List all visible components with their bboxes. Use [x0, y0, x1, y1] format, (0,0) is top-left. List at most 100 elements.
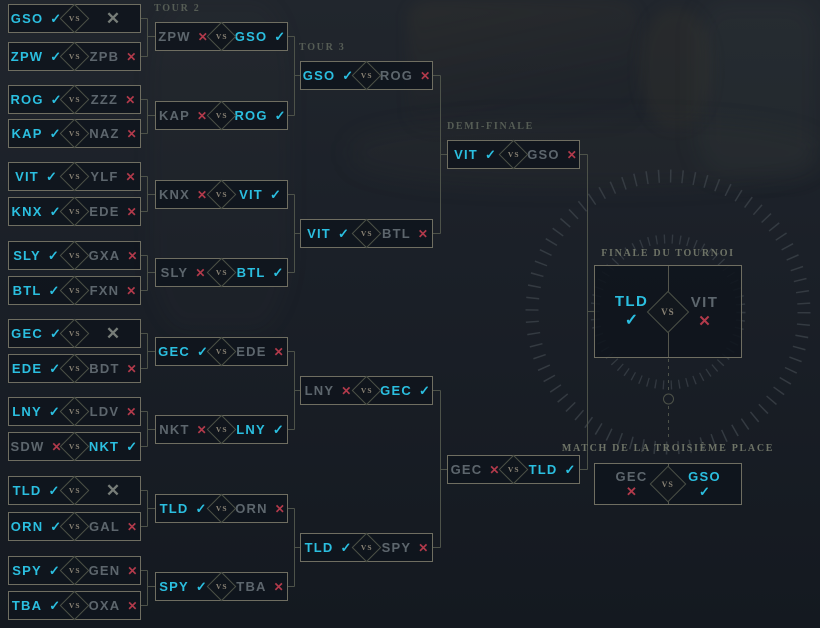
- team-name: VIT: [239, 187, 263, 202]
- loss-x-icon: ✕: [126, 519, 138, 534]
- team-name: TLD: [614, 293, 649, 310]
- team-slot-right: ✕: [86, 10, 140, 27]
- round1-match-1[interactable]: GSO✓VS✕: [8, 3, 141, 34]
- loss-x-icon: ✕: [125, 169, 136, 184]
- team-slot-right: ✕: [86, 482, 140, 499]
- connector-node-circle: [663, 393, 674, 405]
- team-slot-left: ORN✓: [9, 520, 63, 533]
- win-check-icon: ✓: [484, 147, 496, 162]
- team-name: KNX: [158, 187, 190, 202]
- win-check-icon: ✓: [48, 283, 60, 298]
- team-name: TLD: [12, 483, 42, 498]
- team-slot-left: TBA✓: [9, 599, 63, 612]
- team-slot-right: NAZ✕: [86, 127, 140, 140]
- loss-x-icon: ✕: [126, 49, 137, 64]
- team-name: GSO: [527, 147, 560, 162]
- team-name: KNX: [11, 204, 43, 219]
- team-slot-right: LDV✕: [86, 405, 140, 418]
- vs-label: VS: [68, 329, 81, 338]
- team-name: BDT: [89, 361, 120, 376]
- semifinal-label: DEMI-FINALE: [447, 121, 535, 132]
- team-name: YLF: [90, 169, 119, 184]
- team-slot-left: ZPW✓: [9, 50, 63, 63]
- team-name: SDW: [10, 439, 45, 454]
- team-slot-right: BTL✓: [233, 266, 287, 279]
- vs-diamond: VS: [59, 118, 90, 149]
- team-name: EDE: [11, 361, 43, 376]
- loss-x-icon: ✕: [127, 563, 138, 578]
- vs-diamond: VS: [351, 532, 382, 563]
- team-slot-left: KAP✓: [9, 127, 63, 140]
- team-slot-right: GEC✓: [378, 384, 432, 397]
- team-name: KAP: [11, 126, 43, 141]
- vs-diamond: VS: [59, 275, 90, 306]
- team-slot-right: NKT✓: [86, 440, 140, 453]
- win-check-icon: ✓: [269, 187, 281, 202]
- vs-diamond: VS: [59, 431, 90, 462]
- team-name: LDV: [89, 404, 120, 419]
- round1-match-9[interactable]: GEC✓VS✕: [8, 318, 141, 349]
- team-slot-left: NKT✕: [156, 423, 210, 436]
- final-match[interactable]: TLD ✓ VS VIT ✕: [594, 265, 742, 358]
- team-slot-right: EDE✕: [233, 345, 287, 358]
- team-slot-right: TLD✓: [525, 463, 579, 476]
- background-horizon-art: [350, 118, 820, 188]
- team-name: GEC: [380, 383, 412, 398]
- team-slot-left: SLY✓: [9, 249, 63, 262]
- loss-x-icon: ✕: [417, 226, 428, 241]
- team-slot-left: SPY✓: [9, 564, 63, 577]
- team-slot-left: TLD✓: [156, 502, 210, 515]
- loss-x-icon: ✕: [626, 484, 637, 499]
- team-slot-right: EDE✕: [86, 205, 140, 218]
- vs-diamond: VS: [206, 493, 237, 524]
- team-name: TLD: [159, 501, 189, 516]
- third-place-match[interactable]: GEC ✕ VS GSO ✓: [594, 463, 742, 505]
- win-check-icon: ✓: [47, 248, 59, 263]
- vs-label: VS: [68, 486, 81, 495]
- team-slot-left: LNY✕: [301, 384, 355, 397]
- round1-match-13[interactable]: TLD✓VS✕: [8, 475, 141, 506]
- vs-diamond: VS: [351, 218, 382, 249]
- team-name: GEC: [158, 344, 190, 359]
- team-name: ROG: [379, 68, 414, 83]
- team-slot-left: KAP✕: [156, 109, 210, 122]
- team-name: GEN: [88, 563, 121, 578]
- team-name: VIT: [307, 226, 331, 241]
- team-name: LNY: [304, 383, 335, 398]
- win-check-icon: ✓: [49, 361, 61, 376]
- loss-x-icon: ✕: [197, 29, 208, 44]
- team-name: BTL: [12, 283, 42, 298]
- team-name: ZPB: [89, 49, 120, 64]
- win-check-icon: ✓: [49, 326, 61, 341]
- team-name: BTL: [382, 226, 411, 241]
- win-check-icon: ✓: [699, 484, 710, 499]
- team-name: VIT: [454, 147, 478, 162]
